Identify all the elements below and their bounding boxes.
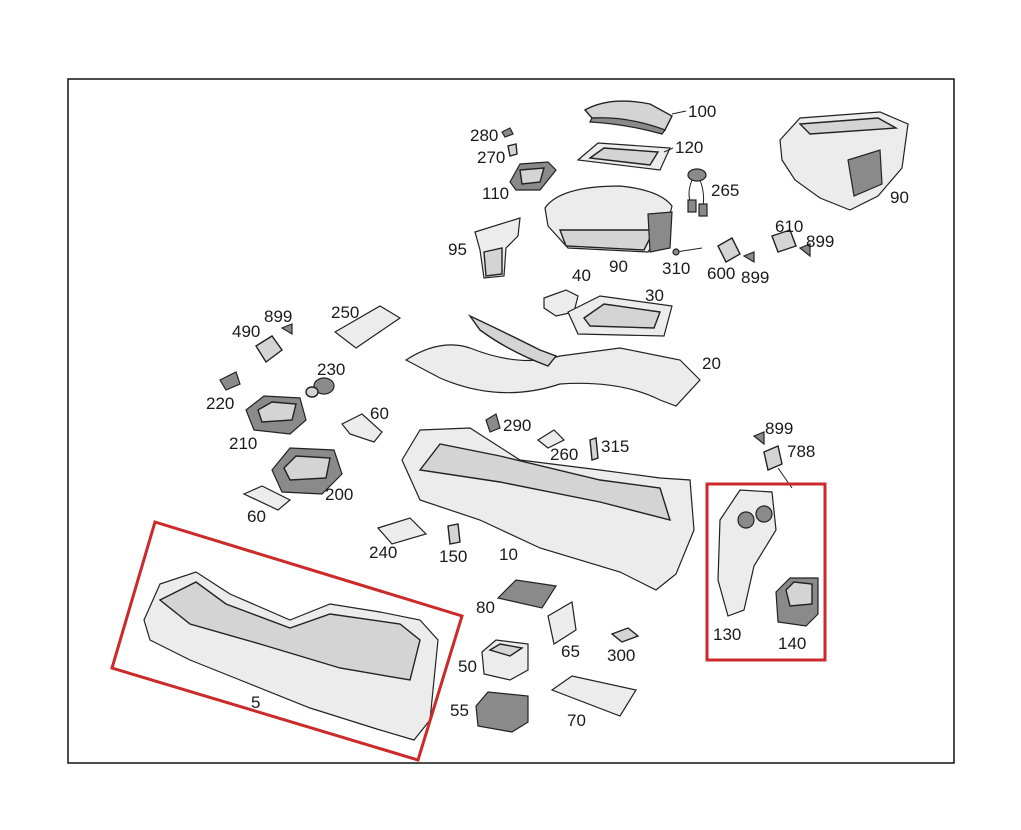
label-899-top: 899 bbox=[741, 268, 769, 287]
label-270: 270 bbox=[477, 148, 505, 167]
label-899-left: 899 bbox=[264, 307, 292, 326]
part-90-rear-console[interactable] bbox=[779, 111, 909, 211]
part-200-hvac-controls[interactable] bbox=[271, 447, 343, 495]
part-150-clip[interactable] bbox=[447, 523, 461, 545]
label-70: 70 bbox=[567, 711, 586, 730]
highlight-box-part-5 bbox=[110, 520, 464, 762]
part-70-mat[interactable] bbox=[550, 675, 637, 717]
part-120-lid-frame[interactable] bbox=[576, 142, 671, 171]
part-95-cup-holder[interactable] bbox=[474, 217, 521, 279]
label-210: 210 bbox=[229, 434, 257, 453]
label-310: 310 bbox=[662, 259, 690, 278]
part-80-tray-frame[interactable] bbox=[496, 579, 558, 609]
label-290: 290 bbox=[503, 416, 531, 435]
label-30: 30 bbox=[645, 286, 664, 305]
part-290-clip[interactable] bbox=[485, 413, 501, 433]
part-30-frame[interactable] bbox=[567, 295, 673, 337]
part-240-pad[interactable] bbox=[376, 517, 428, 545]
part-270-screw[interactable] bbox=[507, 143, 518, 157]
part-220-connector[interactable] bbox=[219, 371, 241, 391]
part-10-console-base[interactable] bbox=[401, 427, 695, 591]
label-250: 250 bbox=[331, 303, 359, 322]
part-230-knob[interactable] bbox=[305, 377, 335, 398]
label-10: 10 bbox=[499, 545, 518, 564]
part-65-panel[interactable] bbox=[547, 601, 577, 645]
label-40: 40 bbox=[572, 266, 591, 285]
part-260-bracket[interactable] bbox=[536, 429, 566, 449]
leader-120 bbox=[663, 147, 674, 153]
part-600-vent[interactable] bbox=[717, 237, 741, 263]
label-788: 788 bbox=[787, 442, 815, 461]
part-788-connector[interactable] bbox=[763, 445, 783, 471]
label-610: 610 bbox=[775, 217, 803, 236]
label-20: 20 bbox=[702, 354, 721, 373]
part-310-bolt[interactable] bbox=[672, 247, 703, 256]
label-260: 260 bbox=[550, 445, 578, 464]
label-600: 600 bbox=[707, 264, 735, 283]
part-265-usb-cable[interactable] bbox=[687, 168, 708, 217]
part-130-rear-vent-panel[interactable] bbox=[717, 489, 777, 617]
label-5: 5 bbox=[251, 693, 260, 712]
part-315-screw[interactable] bbox=[589, 437, 599, 461]
part-90-armrest[interactable] bbox=[544, 185, 673, 253]
part-60-clip-upper[interactable] bbox=[341, 413, 383, 443]
label-240: 240 bbox=[369, 543, 397, 562]
part-50-storage-bin[interactable] bbox=[481, 639, 529, 681]
label-315: 315 bbox=[601, 437, 629, 456]
label-50: 50 bbox=[458, 657, 477, 676]
label-140: 140 bbox=[778, 634, 806, 653]
part-300-cover[interactable] bbox=[610, 627, 640, 643]
part-899-clip-top[interactable] bbox=[742, 243, 811, 264]
part-899-clip-right[interactable] bbox=[752, 431, 765, 446]
label-60-lower: 60 bbox=[247, 507, 266, 526]
part-280-clip[interactable] bbox=[501, 127, 514, 138]
part-20-trim-panel[interactable] bbox=[404, 314, 701, 407]
label-60-upper: 60 bbox=[370, 404, 389, 423]
label-55: 55 bbox=[450, 701, 469, 720]
label-490: 490 bbox=[232, 322, 260, 341]
label-95: 95 bbox=[448, 240, 467, 259]
label-130: 130 bbox=[713, 625, 741, 644]
label-220: 220 bbox=[206, 394, 234, 413]
label-300: 300 bbox=[607, 646, 635, 665]
part-210-switch-block[interactable] bbox=[245, 395, 307, 435]
leader-100 bbox=[671, 110, 687, 115]
label-100: 100 bbox=[688, 102, 716, 121]
part-100-armrest-lid[interactable] bbox=[583, 100, 673, 135]
label-899-right: 899 bbox=[765, 419, 793, 438]
label-200: 200 bbox=[325, 485, 353, 504]
label-90-rear: 90 bbox=[890, 188, 909, 207]
part-250-pad[interactable] bbox=[333, 305, 402, 349]
label-65: 65 bbox=[561, 642, 580, 661]
label-80: 80 bbox=[476, 598, 495, 617]
part-110-lock-mechanism[interactable] bbox=[509, 161, 557, 191]
part-60-clip-lower[interactable] bbox=[242, 485, 292, 511]
highlight-box-parts-130-140 bbox=[705, 482, 827, 662]
part-55-bin-insert[interactable] bbox=[475, 691, 529, 733]
part-490-switch[interactable] bbox=[255, 323, 293, 364]
part-5-center-console[interactable] bbox=[143, 571, 439, 741]
label-899-topright: 899 bbox=[806, 232, 834, 251]
part-610-vent[interactable] bbox=[771, 229, 797, 253]
label-90-armrest: 90 bbox=[609, 257, 628, 276]
label-280: 280 bbox=[470, 126, 498, 145]
label-230: 230 bbox=[317, 360, 345, 379]
part-140-ashtray[interactable] bbox=[775, 577, 819, 627]
label-265: 265 bbox=[711, 181, 739, 200]
label-110: 110 bbox=[482, 184, 509, 203]
label-150: 150 bbox=[439, 547, 467, 566]
label-120: 120 bbox=[675, 138, 703, 157]
